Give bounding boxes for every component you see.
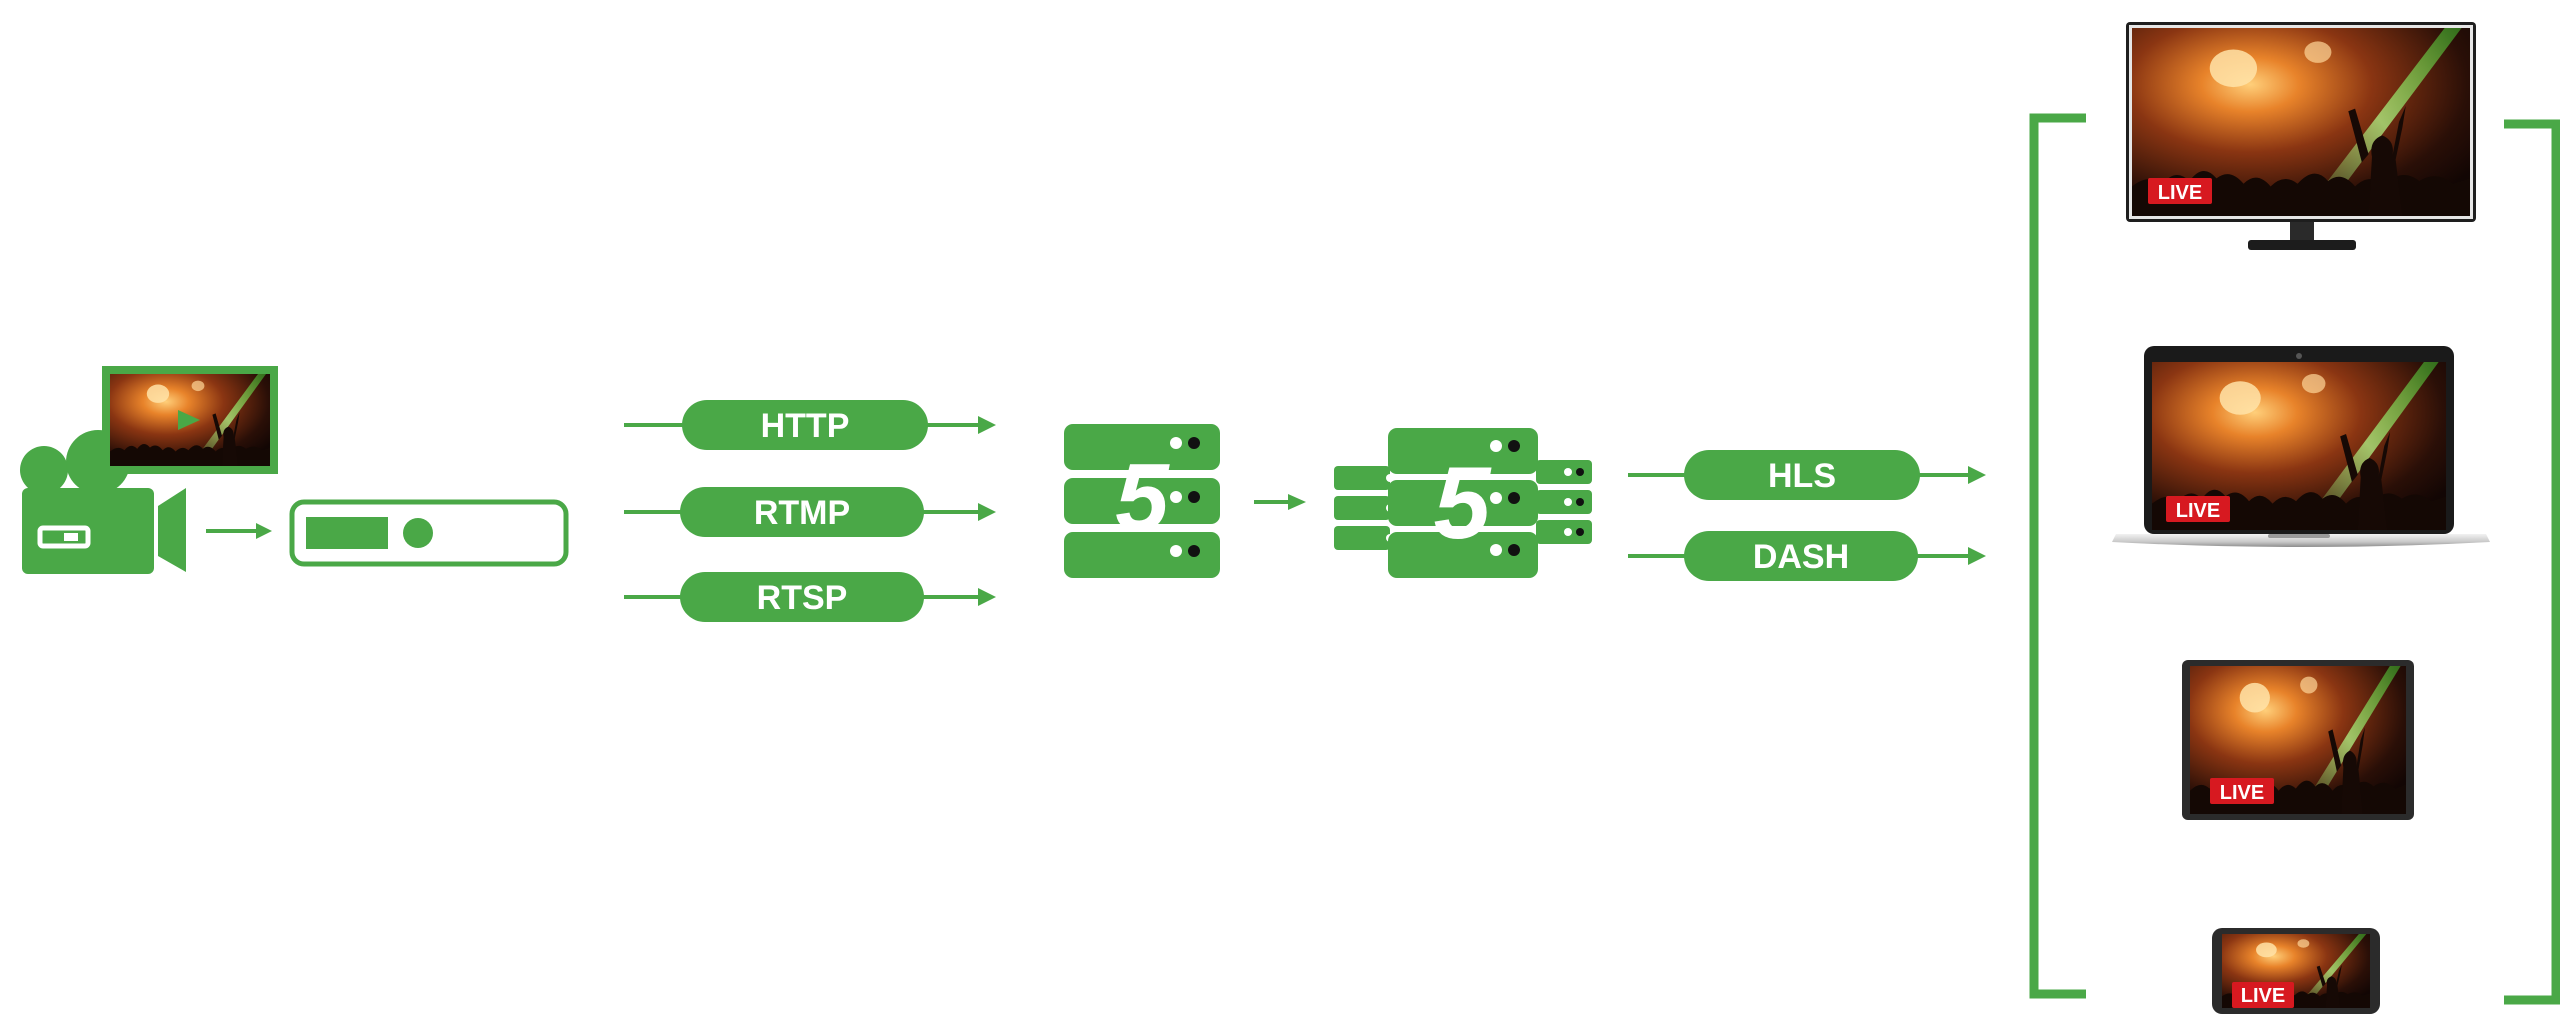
protocol-label: HTTP	[761, 407, 850, 445]
protocol-rtmp: RTMP	[624, 487, 996, 537]
phone-device: LIVE	[2212, 928, 2380, 1014]
protocol-label: RTMP	[754, 494, 850, 532]
arrow-origin-to-edge	[1254, 494, 1306, 510]
tablet-device: LIVE	[2182, 660, 2414, 820]
svg-text:LIVE: LIVE	[2158, 182, 2202, 204]
arrow-camera-to-encoder	[206, 523, 272, 539]
delivery-protocols: HLS DASH	[1628, 450, 1986, 581]
edge-server-cluster-icon: 5	[1334, 428, 1592, 578]
server-badge: 5	[1115, 444, 1170, 551]
server-badge: 5	[1434, 446, 1492, 560]
camera-preview-thumbnail	[102, 366, 278, 474]
ingest-protocols: HTTP RTMP RTSP	[624, 400, 996, 622]
laptop-device: LIVE	[2112, 346, 2490, 547]
video-camera-icon	[20, 430, 186, 574]
live-badge: LIVE	[2232, 982, 2294, 1008]
media-server-icon: 5	[1064, 424, 1220, 578]
protocol-dash: DASH	[1628, 531, 1986, 581]
protocol-label: HLS	[1768, 457, 1836, 495]
protocol-rtsp: RTSP	[624, 572, 996, 622]
protocol-label: DASH	[1753, 538, 1849, 576]
play-icon	[178, 410, 200, 430]
protocol-hls: HLS	[1628, 450, 1986, 500]
svg-text:LIVE: LIVE	[2241, 985, 2285, 1007]
live-badge: LIVE	[2166, 496, 2230, 522]
svg-text:LIVE: LIVE	[2176, 500, 2220, 522]
protocol-http: HTTP	[624, 400, 996, 450]
live-badge: LIVE	[2210, 778, 2274, 804]
monitor-device: LIVE	[2126, 22, 2476, 250]
protocol-label: RTSP	[757, 579, 848, 617]
devices-bracket	[2029, 113, 2560, 1005]
hardware-encoder-icon	[289, 499, 569, 567]
svg-text:LIVE: LIVE	[2220, 782, 2264, 804]
live-badge: LIVE	[2148, 178, 2212, 204]
